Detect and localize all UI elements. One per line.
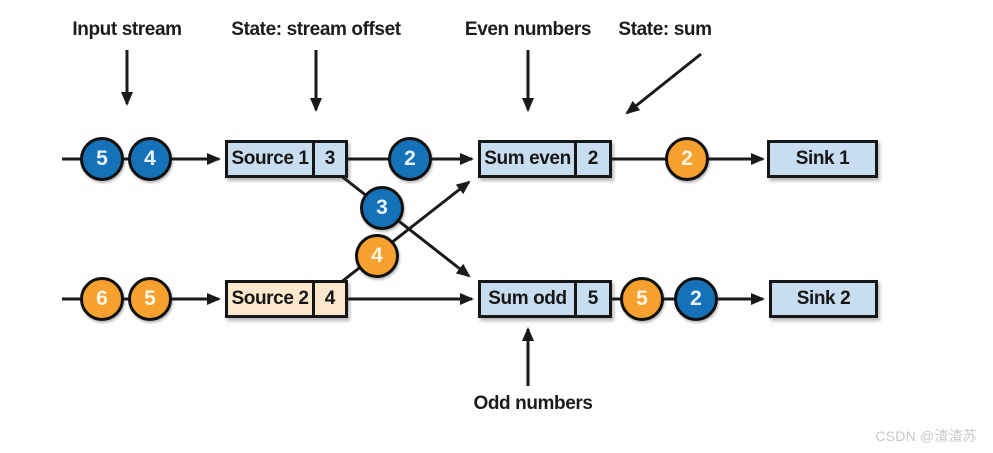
- label-state-sum: State: sum: [618, 19, 712, 40]
- node-sink1: Sink 1: [767, 140, 878, 178]
- token-row1-in-5: 5: [80, 137, 124, 181]
- label-odd-numbers: Odd numbers: [473, 393, 593, 414]
- state-sum-pointer-arrow: [625, 52, 702, 115]
- wire-source1-to-sumodd: [339, 173, 471, 278]
- node-sum-odd-label: Sum odd: [488, 288, 567, 309]
- token-row1-mid-2: 2: [388, 137, 432, 181]
- node-sum-even-state: 2: [574, 143, 609, 175]
- token-row2-out-5: 5: [620, 277, 664, 321]
- node-source2-state: 4: [312, 283, 345, 315]
- node-source1: Source 1 3: [225, 140, 348, 178]
- label-even-numbers: Even numbers: [464, 19, 592, 40]
- node-source1-label: Source 1: [231, 148, 309, 169]
- token-row2-out-2: 2: [674, 277, 718, 321]
- token-cross-to-even-4: 4: [355, 234, 399, 278]
- watermark: CSDN @渣渣苏: [875, 428, 977, 444]
- token-row2-in-5: 5: [128, 277, 172, 321]
- node-sum-odd-state: 5: [574, 283, 609, 315]
- token-row1-in-4: 4: [128, 137, 172, 181]
- token-row2-in-6: 6: [80, 277, 124, 321]
- label-state-stream-offset: State: stream offset: [231, 19, 401, 40]
- token-row1-out-2: 2: [665, 137, 709, 181]
- node-sink1-label: Sink 1: [795, 148, 850, 169]
- node-source2: Source 2 4: [225, 280, 348, 318]
- node-sum-even-label: Sum even: [484, 148, 571, 169]
- node-sum-odd: Sum odd 5: [478, 280, 612, 318]
- token-cross-to-odd-3: 3: [360, 186, 404, 230]
- node-source1-state: 3: [312, 143, 345, 175]
- node-sum-even: Sum even 2: [478, 140, 612, 178]
- node-sink2-label: Sink 2: [796, 288, 851, 309]
- node-sink2: Sink 2: [769, 280, 878, 318]
- node-source2-label: Source 2: [231, 288, 309, 309]
- label-input-stream: Input stream: [72, 19, 182, 40]
